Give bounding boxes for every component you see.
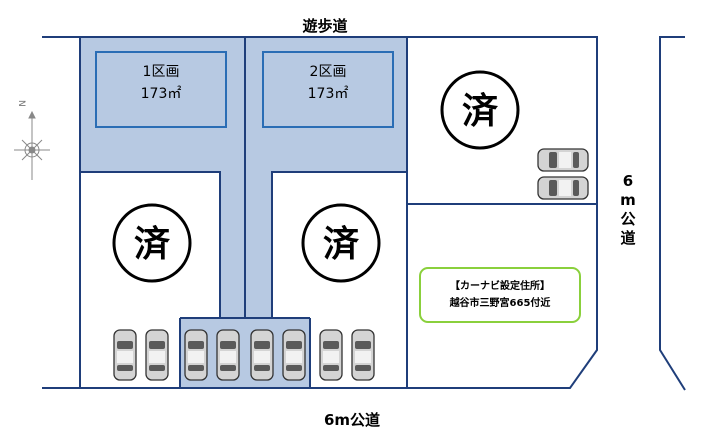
navi-address-box [419, 267, 581, 323]
lot-2-info-box [262, 51, 394, 128]
site-boundary [42, 36, 598, 389]
lot-1-info-box [95, 51, 227, 128]
road-label-right-char: 6 [623, 172, 633, 190]
road-label-right: 6 m 公 道 [620, 172, 636, 247]
road-label-bottom: 6m公道 [324, 411, 380, 429]
car-icon [113, 329, 137, 381]
compass-icon [14, 110, 50, 180]
lot-1-name: 1区画 [143, 64, 180, 80]
sold-mark-1: 済 [112, 203, 192, 283]
sold-mark-2: 済 [301, 203, 381, 283]
car-icon [537, 148, 589, 172]
lot-1-area-text: 173㎡ [141, 86, 182, 102]
car-icon [145, 329, 169, 381]
sold-mark-3: 済 [440, 70, 520, 150]
road-label-top: 遊歩道 [302, 17, 347, 35]
car-icon [216, 329, 240, 381]
car-icon [250, 329, 274, 381]
car-icon [319, 329, 343, 381]
car-icon [184, 329, 208, 381]
lot-2-name: 2区画 [310, 64, 347, 80]
road-label-right-char: 道 [620, 229, 635, 247]
road-label-right-char: 公 [620, 210, 635, 228]
lot-2-area-text: 173㎡ [308, 86, 349, 102]
navi-address-title: 【カーナビ設定住所】 [450, 279, 550, 292]
car-icon [282, 329, 306, 381]
compass-north-label: N [16, 100, 26, 107]
sold-mark-text: 済 [462, 91, 498, 132]
sold-mark-text: 済 [134, 224, 170, 265]
car-icon [351, 329, 375, 381]
road-label-right-char: m [620, 191, 636, 209]
road-edge-right [659, 36, 686, 391]
navi-address-text: 越谷市三野宮665付近 [449, 296, 551, 309]
sold-mark-text: 済 [323, 224, 359, 265]
car-icon [537, 176, 589, 200]
